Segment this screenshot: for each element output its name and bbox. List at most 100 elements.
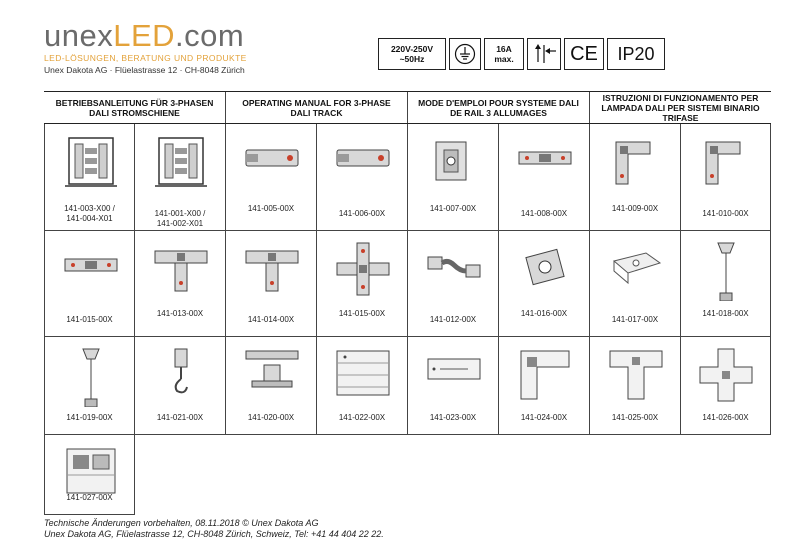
ground-icon	[449, 38, 481, 70]
current-text: 16A	[496, 44, 512, 54]
l-connector-icon	[615, 141, 651, 185]
ip-rating: IP20	[607, 38, 665, 70]
frequency-text: ~50Hz	[399, 54, 425, 64]
straight-connector-icon	[64, 258, 118, 272]
brand-address: Unex Dakota AG · Flüelastrasse 12 · CH-8…	[44, 65, 245, 75]
hook-hanger-icon	[174, 348, 188, 394]
header-italian: ISTRUZIONI DI FUNZIONAMENTO PER LAMPADA …	[589, 92, 771, 123]
brand-part-3: .com	[175, 18, 245, 53]
product-code: 141-012-00X	[429, 315, 477, 324]
product-cell: 141-022-00X	[317, 337, 408, 435]
product-code: 141-003-X00 / 141-004-X01	[64, 204, 115, 223]
flexible-connector-icon	[427, 256, 481, 278]
product-cell: 141-025-00X	[590, 337, 681, 435]
header-german: BETRIEBSANLEITUNG FÜR 3-PHASEN DALI STRO…	[55, 97, 214, 118]
product-code: 141-018-00X	[702, 309, 749, 318]
voltage-spec: 220V-250V~50Hz	[378, 38, 446, 70]
junction-box-icon	[66, 448, 116, 494]
product-code: 141-025-00X	[611, 413, 659, 422]
l-connector-icon	[705, 141, 741, 185]
product-cell: 141-017-00X	[590, 231, 681, 337]
product-cell: 141-023-00X	[408, 337, 499, 435]
direction-arrows-icon	[527, 38, 561, 70]
suspension-plate-icon	[525, 248, 565, 286]
pendant-suspension-icon	[717, 242, 735, 301]
ce-mark: CE	[564, 38, 604, 70]
product-code: 141-005-00X	[247, 204, 295, 213]
product-cell: 141-015-00X	[317, 231, 408, 337]
brand-wordmark: unexLED.com	[44, 20, 247, 52]
product-cell: 141-014-00X	[226, 231, 317, 337]
product-cell: 141-019-00X	[44, 337, 135, 435]
t-connector-icon	[245, 250, 299, 292]
product-code: 141-015-00X	[66, 315, 113, 324]
product-code: 141-027-00X	[66, 493, 113, 502]
product-code: 141-008-00X	[520, 209, 568, 218]
product-code: 141-023-00X	[429, 413, 477, 422]
track-profile-icon	[155, 137, 207, 187]
product-code: 141-007-00X	[429, 204, 477, 213]
product-cell: 141-026-00X	[681, 337, 771, 435]
product-code: 141-015-00X	[338, 309, 386, 318]
x-connector-icon	[336, 242, 390, 296]
x-cover-icon	[699, 348, 753, 402]
l-cover-icon	[520, 350, 570, 400]
t-cover-icon	[609, 350, 663, 400]
product-cell: 141-013-00X	[135, 231, 226, 337]
footer-line-2: Unex Dakota AG, Flüelastrasse 12, CH-804…	[44, 529, 384, 539]
product-cell: 141-008-00X	[499, 124, 590, 231]
product-cell: 141-012-00X	[408, 231, 499, 337]
product-code: 141-017-00X	[611, 315, 659, 324]
product-code: 141-006-00X	[338, 209, 386, 218]
product-code: 141-022-00X	[338, 413, 386, 422]
product-cell: 141-018-00X	[681, 231, 771, 337]
product-code: 141-001-X00 / 141-002-X01	[154, 209, 206, 228]
product-cell: 141-009-00X	[590, 124, 681, 231]
product-code: 141-026-00X	[702, 413, 749, 422]
brand-part-2: LED	[113, 18, 176, 53]
product-code: 141-019-00X	[66, 413, 113, 422]
product-code: 141-014-00X	[247, 315, 295, 324]
product-code: 141-010-00X	[702, 209, 749, 218]
header-english: OPERATING MANUAL FOR 3-PHASE DALI TRACK	[225, 92, 407, 123]
product-cell: 141-027-00X	[44, 435, 135, 515]
product-cell: 141-001-X00 / 141-002-X01	[135, 124, 226, 231]
end-cap-icon	[435, 141, 467, 181]
product-code: 141-009-00X	[611, 204, 659, 213]
voltage-text: 220V-250V	[390, 44, 434, 54]
product-code: 141-013-00X	[156, 309, 204, 318]
language-header-row: BETRIEBSANLEITUNG FÜR 3-PHASEN DALI STRO…	[44, 91, 771, 124]
product-cell: 141-003-X00 / 141-004-X01	[44, 124, 135, 231]
brand-part-1: unex	[44, 18, 114, 53]
footer-line-1: Technische Änderungen vorbehalten, 08.11…	[44, 518, 319, 528]
track-profile-icon	[65, 137, 117, 187]
product-cell: 141-010-00X	[681, 124, 771, 231]
end-feed-icon	[245, 149, 299, 167]
product-cell: 141-015-00X	[44, 231, 135, 337]
product-cell: 141-005-00X	[226, 124, 317, 231]
product-cell: 141-006-00X	[317, 124, 408, 231]
product-code: 141-021-00X	[156, 413, 204, 422]
brand-logo: unexLED.com LED-LÖSUNGEN, BERATUNG UND P…	[44, 20, 247, 76]
product-cell: 141-020-00X	[226, 337, 317, 435]
mounting-clip-icon	[612, 252, 662, 285]
product-code: 141-016-00X	[520, 309, 568, 318]
current-note: max.	[494, 54, 514, 64]
product-code: 141-024-00X	[520, 413, 568, 422]
product-cell: 141-024-00X	[499, 337, 590, 435]
cover-strip-icon	[427, 358, 481, 380]
product-code: 141-020-00X	[247, 413, 295, 422]
ceiling-bracket-icon	[245, 350, 299, 388]
t-connector-icon	[154, 250, 208, 292]
cover-plate-icon	[336, 350, 390, 396]
header-french: MODE D'EMPLOI POUR SYSTEME DALI DE RAIL …	[407, 92, 589, 123]
product-cell: 141-016-00X	[499, 231, 590, 337]
product-cell: 141-007-00X	[408, 124, 499, 231]
pendant-suspension-icon	[82, 348, 100, 407]
brand-tagline: LED-LÖSUNGEN, BERATUNG UND PRODUKTE	[44, 53, 247, 63]
footer: Technische Änderungen vorbehalten, 08.11…	[44, 518, 384, 540]
product-cell: 141-021-00X	[135, 337, 226, 435]
end-feed-icon	[336, 149, 390, 167]
straight-connector-icon	[518, 151, 572, 165]
